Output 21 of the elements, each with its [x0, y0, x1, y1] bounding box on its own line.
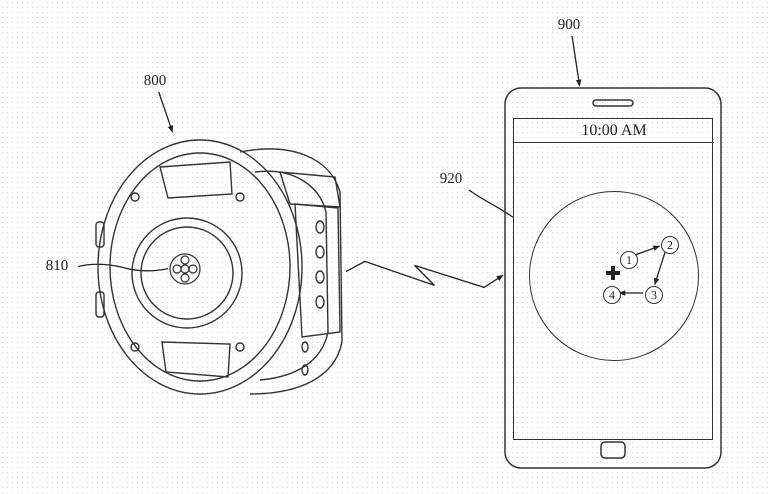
callout-number: 900	[548, 14, 590, 36]
callout-number: 920	[430, 168, 472, 190]
display-screen	[513, 118, 713, 440]
waypoint-circle: 3	[645, 286, 663, 304]
arrow	[654, 251, 666, 286]
arrow	[571, 36, 582, 87]
wireless-signal-arrow	[346, 260, 504, 288]
waypoint-circle: 4	[603, 286, 621, 304]
smartphone-drawing	[503, 86, 723, 470]
map-circle	[529, 191, 699, 361]
callout-number: 800	[134, 70, 176, 92]
arrow	[635, 245, 660, 256]
leader-line	[468, 189, 514, 218]
arrow	[158, 92, 174, 133]
status-bar: 10:00 AM	[514, 119, 714, 143]
leader-line	[78, 264, 168, 272]
waypoint-circle: 2	[661, 236, 679, 254]
waypoint-circle: 1	[620, 251, 638, 269]
arrow	[618, 290, 643, 296]
sensor-drawing	[168, 252, 202, 286]
callout-number: 810	[36, 255, 78, 277]
